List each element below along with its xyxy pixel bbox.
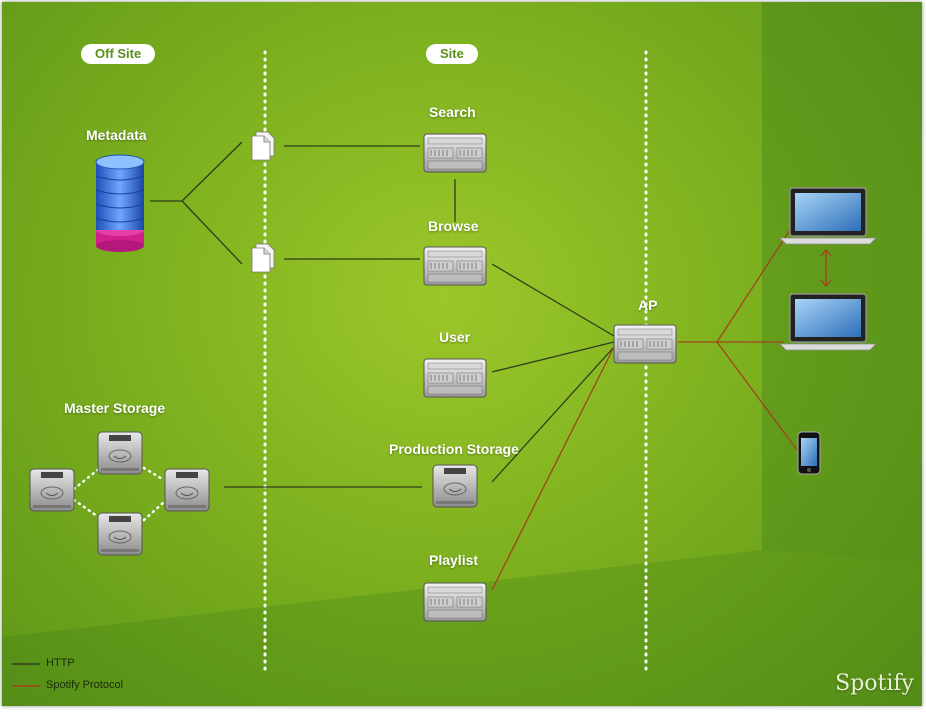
link-ap-phone [716, 341, 798, 451]
browse-label: Browse [428, 218, 479, 234]
production-storage-label: Production Storage [389, 441, 519, 457]
link-browse-ap [491, 263, 615, 337]
server-icon [423, 133, 487, 173]
document-icon [251, 131, 275, 161]
laptop-icon [779, 187, 877, 245]
phone-icon [797, 431, 821, 475]
legend-spotify-protocol: Spotify Protocol [46, 679, 124, 691]
hard-drive-icon [97, 431, 143, 475]
hard-drive-icon [432, 464, 478, 508]
master-storage-ring [72, 466, 166, 522]
metadata-label: Metadata [86, 127, 147, 143]
site-zone-label: Site [426, 44, 478, 64]
offsite-zone-label: Off Site [81, 44, 156, 64]
link-production-storage-ap [491, 346, 615, 483]
user-label: User [439, 329, 471, 345]
link-ap-laptop-top [716, 229, 791, 343]
arrowhead-down [820, 279, 832, 288]
legend-http: HTTP [46, 657, 75, 669]
document-icon [251, 243, 275, 273]
playlist-label: Playlist [429, 552, 479, 568]
database-icon [95, 154, 145, 252]
hard-drive-icon [29, 468, 75, 512]
spotify-logo: Spotify [835, 671, 914, 696]
link-metadata-doc-bottom [181, 200, 243, 265]
ap-label: AP [638, 297, 658, 313]
room-floor [2, 550, 922, 706]
link-user-ap [491, 341, 615, 373]
hard-drive-icon [97, 512, 143, 556]
hard-drive-icon [164, 468, 210, 512]
server-icon [423, 246, 487, 286]
laptop-icon [779, 293, 877, 351]
server-icon [613, 324, 677, 364]
arrowhead-up [820, 248, 832, 257]
spotify-protocol-links [491, 229, 832, 591]
link-metadata-doc-top [181, 141, 243, 202]
http-links [150, 141, 615, 488]
link-playlist-ap [491, 346, 615, 591]
room-right-wall [762, 2, 922, 562]
master-storage-label: Master Storage [64, 400, 166, 416]
search-label: Search [429, 104, 476, 120]
server-icon [423, 358, 487, 398]
server-icon [423, 582, 487, 622]
